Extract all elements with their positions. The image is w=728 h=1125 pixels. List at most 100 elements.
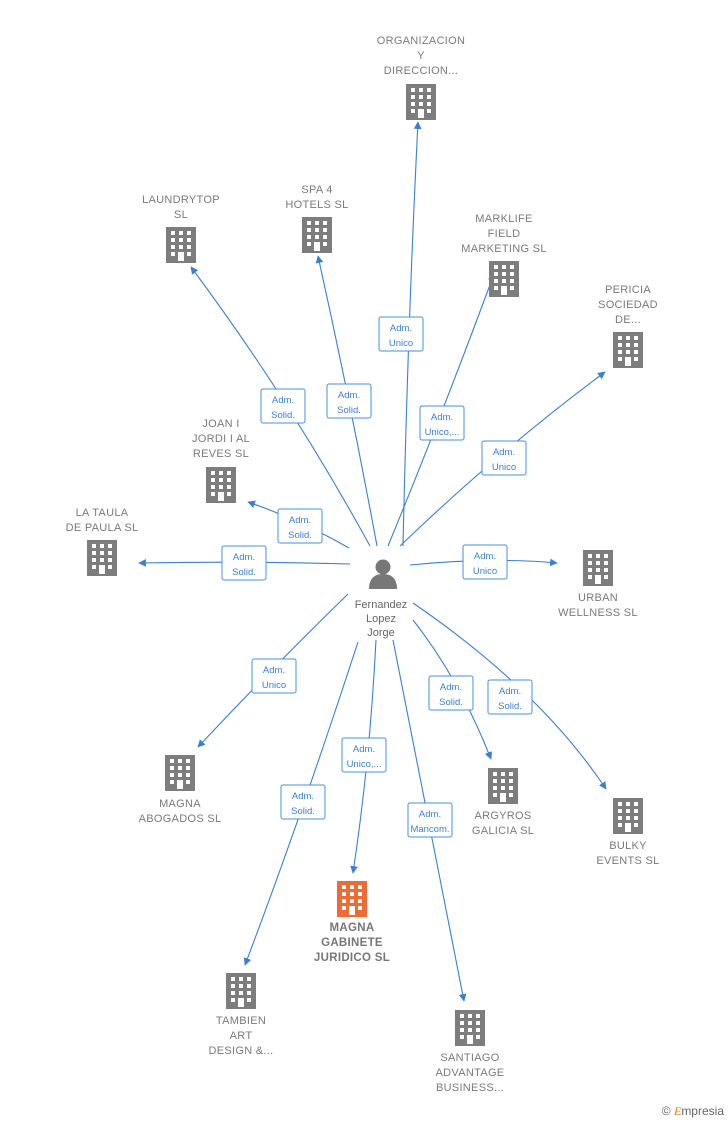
- company-name-line: MAGNA: [330, 922, 375, 934]
- company-name-line: SL: [174, 209, 188, 221]
- company-name-line: SANTIAGO: [440, 1052, 499, 1064]
- building-icon: [87, 540, 117, 576]
- building-icon: [455, 1010, 485, 1046]
- relation-text: Adm.: [263, 665, 285, 676]
- company-name-line: MARKETING SL: [461, 243, 547, 255]
- relation-label-box: [251, 658, 297, 694]
- relation-label-magnaabog: Adm. Unico: [251, 658, 297, 694]
- building-icon: [406, 84, 436, 120]
- relation-text: Adm.: [390, 323, 412, 334]
- relation-text: Adm.: [233, 552, 255, 563]
- relation-text: Unico: [473, 566, 497, 577]
- watermark: © Empresia: [662, 1104, 724, 1119]
- relation-label-box: [407, 802, 453, 838]
- relation-label-box: [462, 544, 508, 580]
- relation-label-argyros: Adm.Solid.: [428, 675, 474, 711]
- building-icon: [613, 332, 643, 368]
- building-icon: [206, 467, 236, 503]
- company-name-line: DE PAULA SL: [66, 522, 139, 534]
- company-name-line: MAGNA: [159, 798, 201, 810]
- relation-label-bulky: Adm. Solid.: [487, 679, 533, 715]
- relation-label-box: [419, 405, 465, 441]
- company-name-line: LAUNDRYTOP: [142, 194, 220, 206]
- company-name-line: SPA 4: [301, 184, 332, 196]
- relation-text: Adm.: [440, 682, 462, 693]
- relation-label-box: [260, 388, 306, 424]
- relation-label-spa4: Adm. Solid.: [326, 383, 372, 419]
- relation-text: Solid.: [291, 806, 315, 817]
- relation-text: Mancom.: [410, 824, 449, 835]
- company-name-line: FIELD: [488, 228, 521, 240]
- company-node-organizacion[interactable]: ORGANIZACIONYDIRECCION...: [377, 35, 466, 120]
- relation-label-box: [378, 316, 424, 352]
- company-node-magnaabog[interactable]: MAGNA ABOGADOS SL: [139, 755, 222, 825]
- relation-text: Adm.: [419, 809, 441, 820]
- relation-text: Unico: [492, 462, 516, 473]
- company-node-laundrytop[interactable]: LAUNDRYTOP SL: [142, 194, 220, 263]
- company-name-line: URBAN: [578, 592, 618, 604]
- company-name-line: GABINETE: [321, 937, 383, 949]
- building-icon: [488, 768, 518, 804]
- company-name-line: BULKY: [609, 840, 647, 852]
- relation-label-box: [277, 508, 323, 544]
- company-name-line: JORDI I AL: [192, 433, 250, 445]
- company-name-line: ART: [230, 1030, 253, 1042]
- relation-text: Unico,...: [425, 427, 460, 438]
- relation-text: Adm.: [338, 390, 360, 401]
- relation-text: Solid.: [498, 701, 522, 712]
- relation-text: Solid.: [271, 410, 295, 421]
- company-name-line: DESIGN &...: [208, 1045, 273, 1057]
- person-icon: [369, 559, 397, 589]
- relation-label-box: [341, 737, 387, 773]
- company-name-line: SOCIEDAD: [598, 299, 658, 311]
- relation-text: Solid.: [337, 405, 361, 416]
- company-node-marklife[interactable]: MARKLIFE FIELD MARKETING SL: [461, 213, 547, 297]
- company-node-urban[interactable]: URBAN WELLNESS SL: [558, 550, 638, 619]
- relation-label-tambien: Adm.Solid.: [280, 784, 326, 820]
- relation-text: Adm.: [272, 395, 294, 406]
- building-icon: [226, 973, 256, 1009]
- company-name-line: GALICIA SL: [472, 825, 534, 837]
- relation-label-box: [487, 679, 533, 715]
- relation-text: Adm.: [493, 447, 515, 458]
- relation-label-magnagab: Adm.Unico,...: [341, 737, 387, 773]
- building-icon: [165, 755, 195, 791]
- relation-text: Adm.: [499, 686, 521, 697]
- person-name-line-1: Fernandez: [355, 599, 408, 611]
- relation-label-joan: Adm.Solid.: [277, 508, 323, 544]
- building-icon: [489, 261, 519, 297]
- company-name-line: DE...: [615, 314, 641, 326]
- company-name-line: REVES SL: [193, 448, 249, 460]
- company-name-line: MARKLIFE: [475, 213, 532, 225]
- relation-label-urban: Adm.Unico: [462, 544, 508, 580]
- building-icon: [302, 217, 332, 253]
- company-node-santiago[interactable]: SANTIAGOADVANTAGEBUSINESS...: [436, 1010, 505, 1094]
- person-name-line-3: Jorge: [367, 627, 395, 639]
- company-name-line: WELLNESS SL: [558, 607, 638, 619]
- person-name-line-2: Lopez: [366, 613, 396, 625]
- relation-label-box: [428, 675, 474, 711]
- building-icon: [337, 881, 367, 917]
- relation-label-box: [326, 383, 372, 419]
- relation-text: Unico: [262, 680, 286, 691]
- person-node[interactable]: Fernandez Lopez Jorge: [355, 559, 408, 640]
- company-name-line: ADVANTAGE: [436, 1067, 505, 1079]
- company-name-line: ABOGADOS SL: [139, 813, 222, 825]
- company-name-line: DIRECCION...: [384, 65, 459, 77]
- relation-text: Solid.: [232, 567, 256, 578]
- relation-label-santiago: Adm. Mancom.: [407, 802, 453, 838]
- company-node-pericia[interactable]: PERICIASOCIEDADDE...: [598, 284, 658, 368]
- company-name-line: ORGANIZACION: [377, 35, 466, 47]
- relation-label-box: [481, 440, 527, 476]
- building-icon: [613, 798, 643, 834]
- building-icon: [166, 227, 196, 263]
- relation-label-box: [221, 545, 267, 581]
